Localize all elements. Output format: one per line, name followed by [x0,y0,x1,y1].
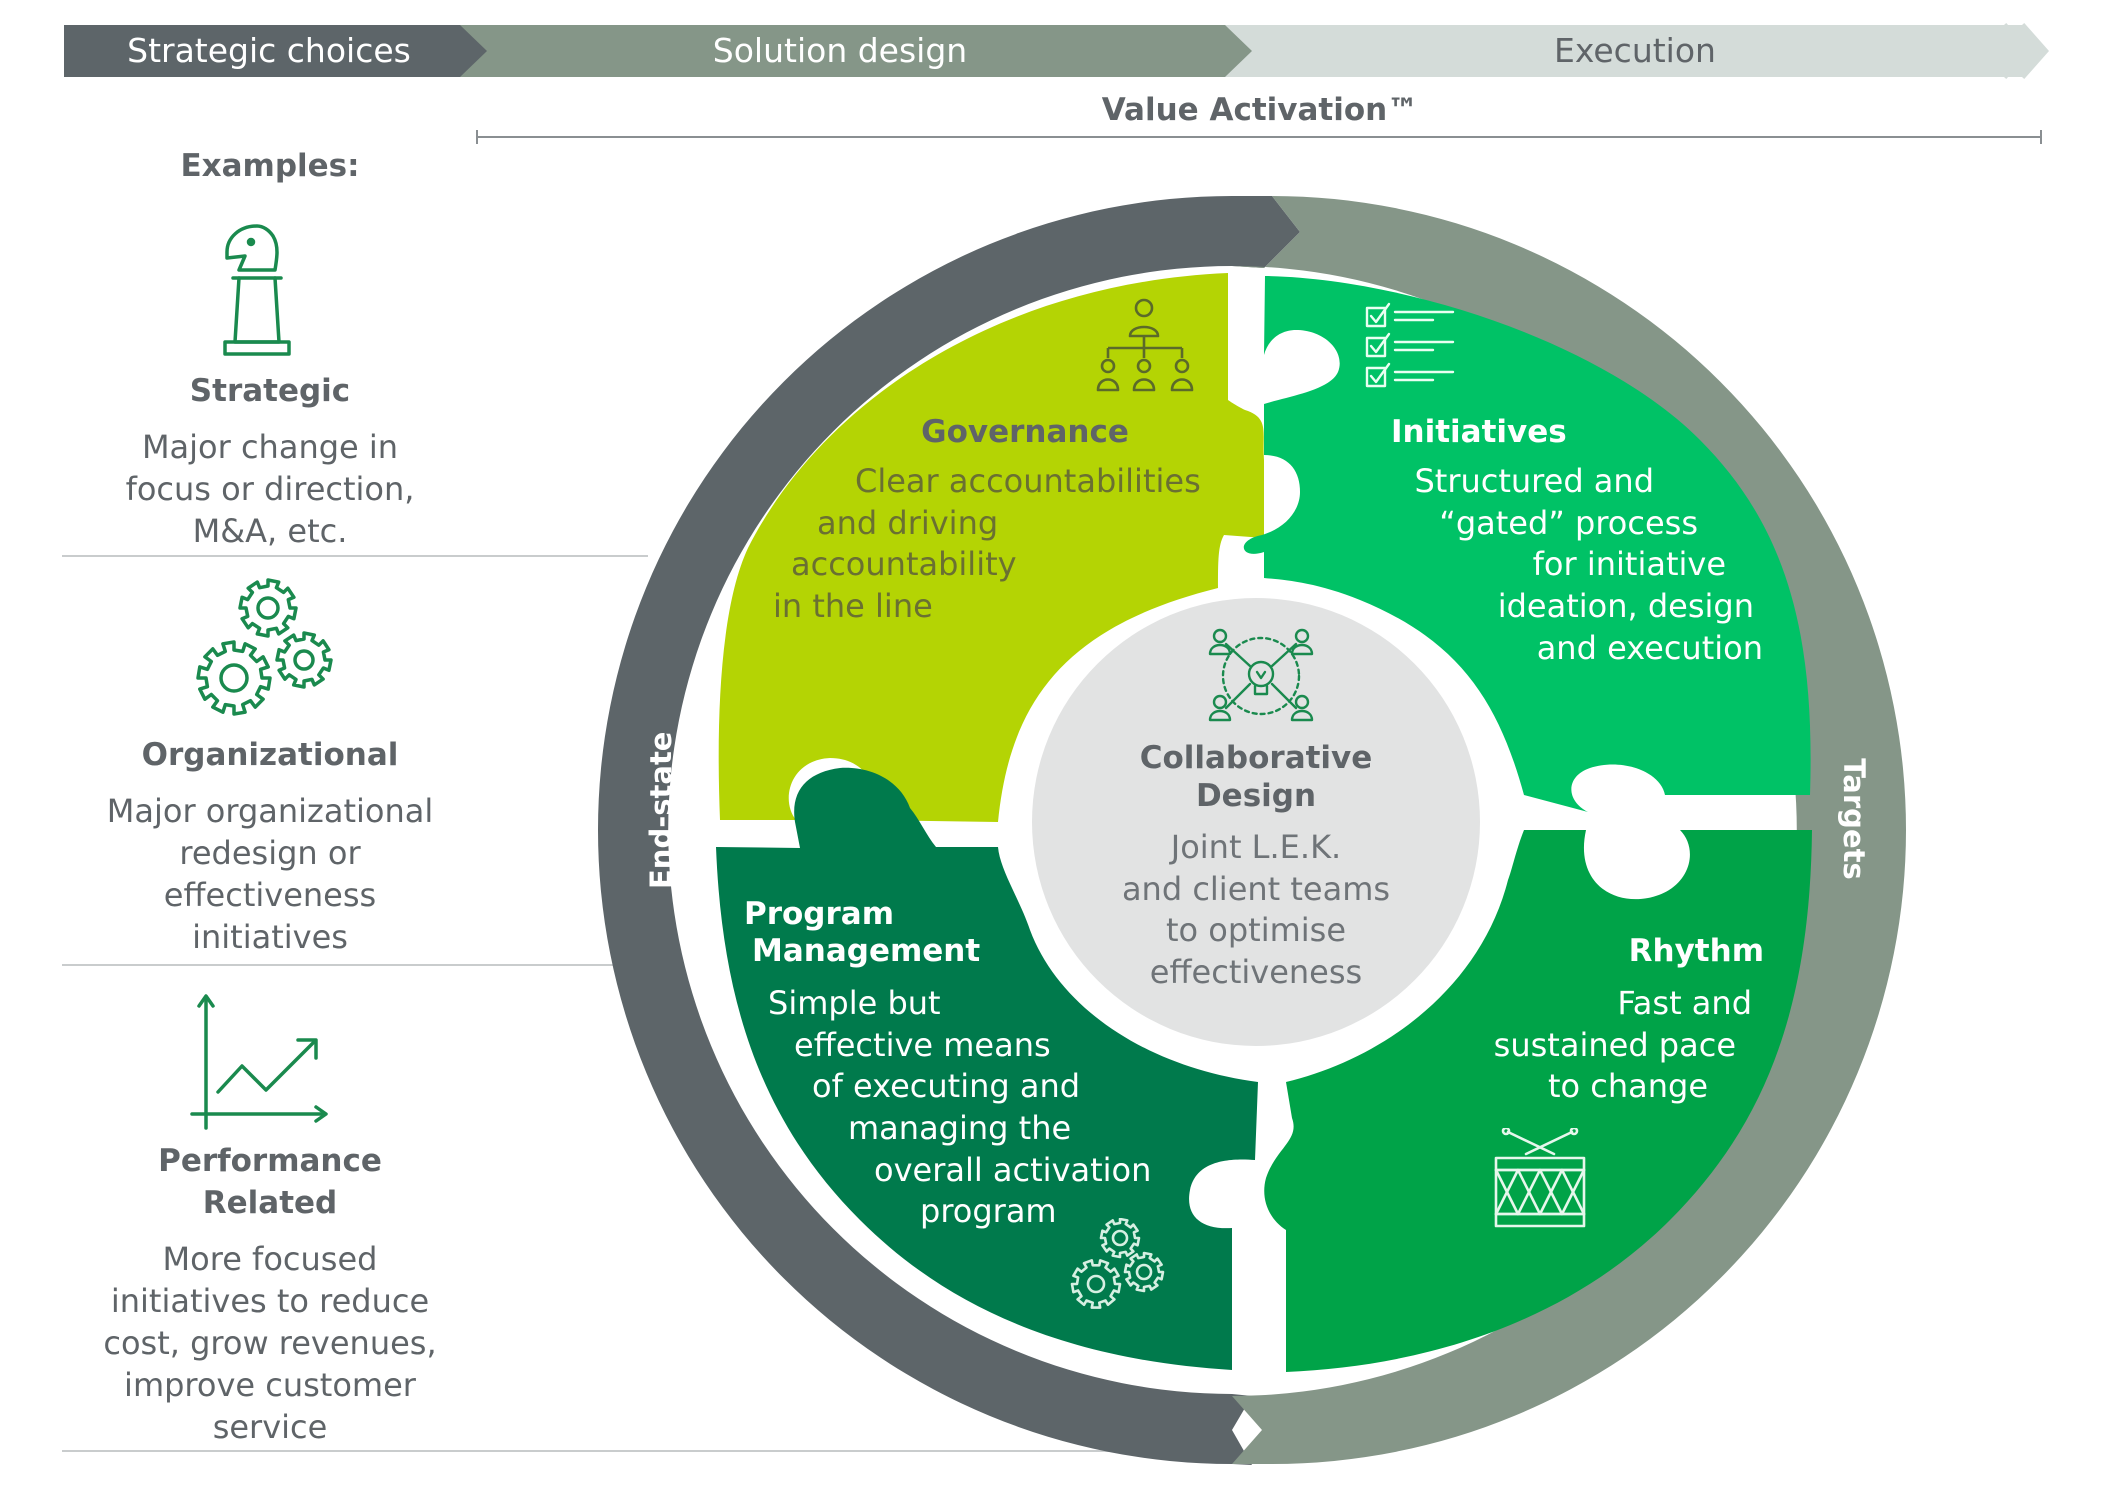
phase-label-solution-design: Solution design [712,31,968,70]
example-body-performance-2: initiatives to reduce [110,1282,430,1320]
program-title-2: Management [752,933,981,969]
governance-line-4: in the line [773,587,933,625]
center-title-2: Design [1195,778,1317,814]
value-activation-bracket [476,130,2042,144]
example-title-performance-2: Related [202,1185,338,1221]
execution-end-arrow-icon-2 [2019,23,2050,79]
chess-knight-icon [223,224,291,356]
example-body-strategic-3: M&A, etc. [192,512,348,550]
example-body-performance-3: cost, grow revenues, [103,1324,437,1362]
center-line-2: and client teams [1121,870,1391,908]
program-line-1: Simple but [768,984,941,1022]
rhythm-line-1: Fast and [1617,984,1752,1022]
example-title-performance-1: Performance [158,1143,382,1179]
program-title-1: Program [744,896,895,932]
phase-label-execution: Execution [1554,31,1716,70]
team-idea-icon [1208,628,1314,722]
org-chart-icon [1096,298,1194,392]
center-line-1: Joint L.E.K. [1170,828,1342,866]
program-line-6: program [920,1192,1057,1230]
example-title-organizational: Organizational [141,737,399,773]
example-body-organizational-1: Major organizational [106,792,434,830]
initiatives-line-4: ideation, design [1497,587,1754,625]
rhythm-line-3: to change [1547,1067,1708,1105]
center-disc [1032,598,1480,1046]
initiatives-line-1: Structured and [1414,462,1654,500]
execution-end-arrow-icon [2001,23,2032,79]
gears-icon [1070,1218,1165,1309]
example-body-organizational-3: effectiveness [163,876,377,914]
center-line-4: effectiveness [1149,953,1363,991]
rhythm-title: Rhythm [1628,933,1764,969]
example-title-strategic: Strategic [189,373,351,409]
example-body-performance-5: service [212,1408,328,1446]
governance-line-3: accountability [791,545,1017,583]
program-line-3: of executing and [812,1067,1081,1105]
example-body-organizational-2: redesign or [179,834,361,872]
growth-chart-icon [190,994,328,1130]
initiatives-line-5: and execution [1536,629,1763,667]
rhythm-line-2: sustained pace [1493,1026,1736,1064]
governance-line-1: Clear accountabilities [855,462,1201,500]
examples-heading: Examples: [180,148,360,184]
ring-label-end-state: End-state [644,731,678,889]
center-line-3: to optimise [1165,911,1347,949]
initiatives-line-3: for initiative [1532,545,1726,583]
example-body-performance-1: More focused [162,1240,378,1278]
piece-rhythm [1264,830,1812,1372]
value-activation-label: Value Activation™ [1101,92,1419,128]
phase-label-strategic-choices: Strategic choices [127,31,411,70]
drum-icon [1494,1128,1586,1228]
example-body-performance-4: improve customer [124,1366,416,1404]
phase-chevron-solution-design [445,25,1252,77]
center-title-1: Collaborative [1139,740,1373,776]
governance-line-2: and driving [817,504,999,542]
ring-label-targets: Targets [1837,758,1871,880]
initiatives-title: Initiatives [1391,414,1567,450]
example-body-strategic-2: focus or direction, [125,470,415,508]
governance-title: Governance [921,414,1129,450]
program-line-4: managing the [848,1109,1072,1147]
initiatives-line-2: “gated” process [1439,504,1698,542]
piece-initiatives [1243,276,1811,812]
checklist-icon [1365,302,1455,388]
gears-icon [196,578,333,716]
program-line-2: effective means [794,1026,1051,1064]
piece-governance [718,273,1264,822]
program-line-5: overall activation [874,1151,1152,1189]
phase-chevron-strategic-choices [64,25,487,77]
example-body-organizational-4: initiatives [192,918,348,956]
example-body-strategic-1: Major change in [141,428,399,466]
phase-bar [64,23,2050,79]
phase-chevron-execution [1210,25,2045,77]
